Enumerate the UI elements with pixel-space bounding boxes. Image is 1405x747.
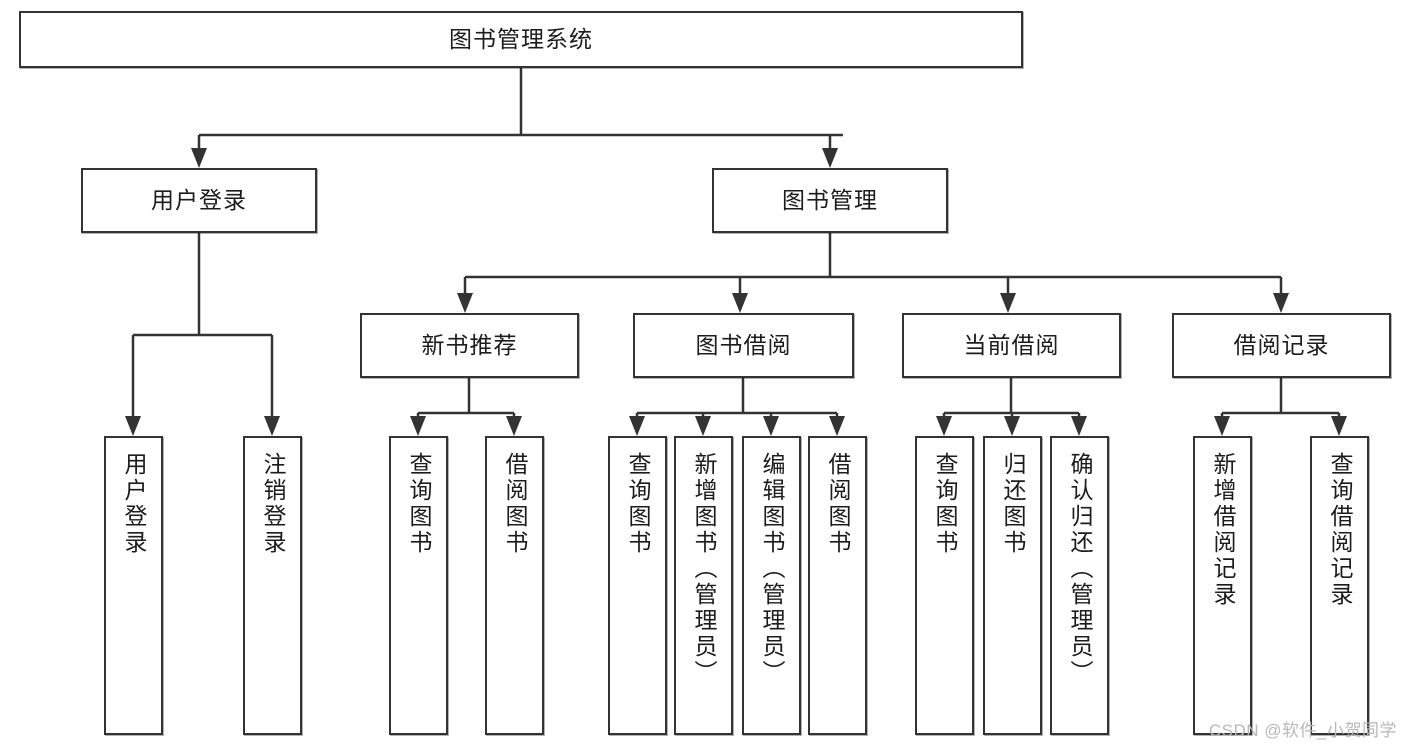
leaf-node-leaf-borrow-borrow-book[interactable]: 借阅图书 [808,436,867,735]
connector-level2-book-to-level3 [463,233,1283,300]
node-label: 编辑图书（管理员） [759,452,785,686]
node-label: 确认归还（管理员） [1067,452,1093,686]
connector-root-to-level2 [197,68,843,158]
level3-node-new-book-rec[interactable]: 新书推荐 [360,313,579,378]
connector-level2-user-to-leaves [131,233,274,418]
connector-record-to-leaves [1220,378,1341,424]
node-label: 图书管理系统 [449,25,593,52]
arrow-leaf-cur-query-book [936,416,952,436]
arrow-leaf-borrow-edit-book [763,416,779,436]
leaf-node-leaf-rec-add-record[interactable]: 新增借阅记录 [1193,436,1252,735]
node-label: 图书借阅 [695,331,792,358]
node-label: 查询图书 [932,452,958,556]
connector-borrow-to-leaves [635,378,839,424]
node-label: 图书管理 [782,186,878,213]
arrow-user-login-node [191,148,207,168]
arrow-leaf-rec-query-record [1331,416,1347,436]
leaf-node-leaf-cur-query-book[interactable]: 查询图书 [915,436,974,735]
node-label: 借阅图书 [825,452,851,556]
node-label: 借阅图书 [502,452,528,556]
arrow-book-borrow [732,293,748,313]
arrow-leaf-rec-query-book [410,416,426,436]
node-label: 查询借阅记录 [1327,452,1353,608]
leaf-node-leaf-rec-query-record[interactable]: 查询借阅记录 [1310,436,1369,735]
arrow-borrow-record [1273,293,1289,313]
leaf-node-leaf-rec-query-book[interactable]: 查询图书 [389,436,448,735]
node-label: 当前借阅 [963,331,1060,358]
arrow-leaf-borrow-query-book [629,416,645,436]
leaf-node-leaf-user-logout[interactable]: 注销登录 [243,436,302,735]
connector-rec-to-leaves [416,378,516,424]
arrow-leaf-user-login [125,416,141,436]
leaf-node-leaf-cur-return-book[interactable]: 归还图书 [983,436,1042,735]
arrow-current-borrow [1000,293,1016,313]
arrow-leaf-rec-borrow-book [506,416,522,436]
arrow-leaf-cur-return-book [1004,416,1020,436]
node-label: 用户登录 [151,186,247,213]
node-label: 用户登录 [121,452,147,556]
arrow-leaf-borrow-add-book [695,416,711,436]
node-label: 查询图书 [406,452,432,556]
node-label: 新增借阅记录 [1210,452,1236,608]
leaf-node-leaf-cur-confirm-return[interactable]: 确认归还（管理员） [1050,436,1109,735]
watermark-text: CSDN @软件_小贺同学 [1208,721,1397,740]
arrow-leaf-borrow-borrow-book [829,416,845,436]
root-node-root[interactable]: 图书管理系统 [19,11,1023,68]
level2-node-user-login[interactable]: 用户登录 [81,168,317,233]
arrow-new-book-rec [457,293,473,313]
leaf-node-leaf-user-login[interactable]: 用户登录 [104,436,163,735]
arrow-leaf-rec-add-record [1214,416,1230,436]
node-label: 查询图书 [625,452,651,556]
level3-node-borrow-record[interactable]: 借阅记录 [1172,313,1391,378]
node-label: 注销登录 [260,452,286,556]
leaf-node-leaf-borrow-edit-book[interactable]: 编辑图书（管理员） [742,436,801,735]
level3-node-current-borrow[interactable]: 当前借阅 [902,313,1121,378]
node-label: 借阅记录 [1233,331,1330,358]
node-label: 新书推荐 [421,331,518,358]
node-label: 新增图书（管理员） [691,452,717,686]
level2-node-book-manage[interactable]: 图书管理 [712,168,948,233]
leaf-node-leaf-borrow-add-book[interactable]: 新增图书（管理员） [674,436,733,735]
leaf-node-leaf-borrow-query-book[interactable]: 查询图书 [608,436,667,735]
arrow-leaf-cur-confirm-return [1071,416,1087,436]
connector-current-to-leaves [942,378,1081,424]
arrow-leaf-user-logout [264,416,280,436]
node-label: 归还图书 [1000,452,1026,556]
arrow-book-manage-node [822,148,838,168]
leaf-node-leaf-rec-borrow-book[interactable]: 借阅图书 [485,436,544,735]
level3-node-book-borrow[interactable]: 图书借阅 [633,313,854,378]
